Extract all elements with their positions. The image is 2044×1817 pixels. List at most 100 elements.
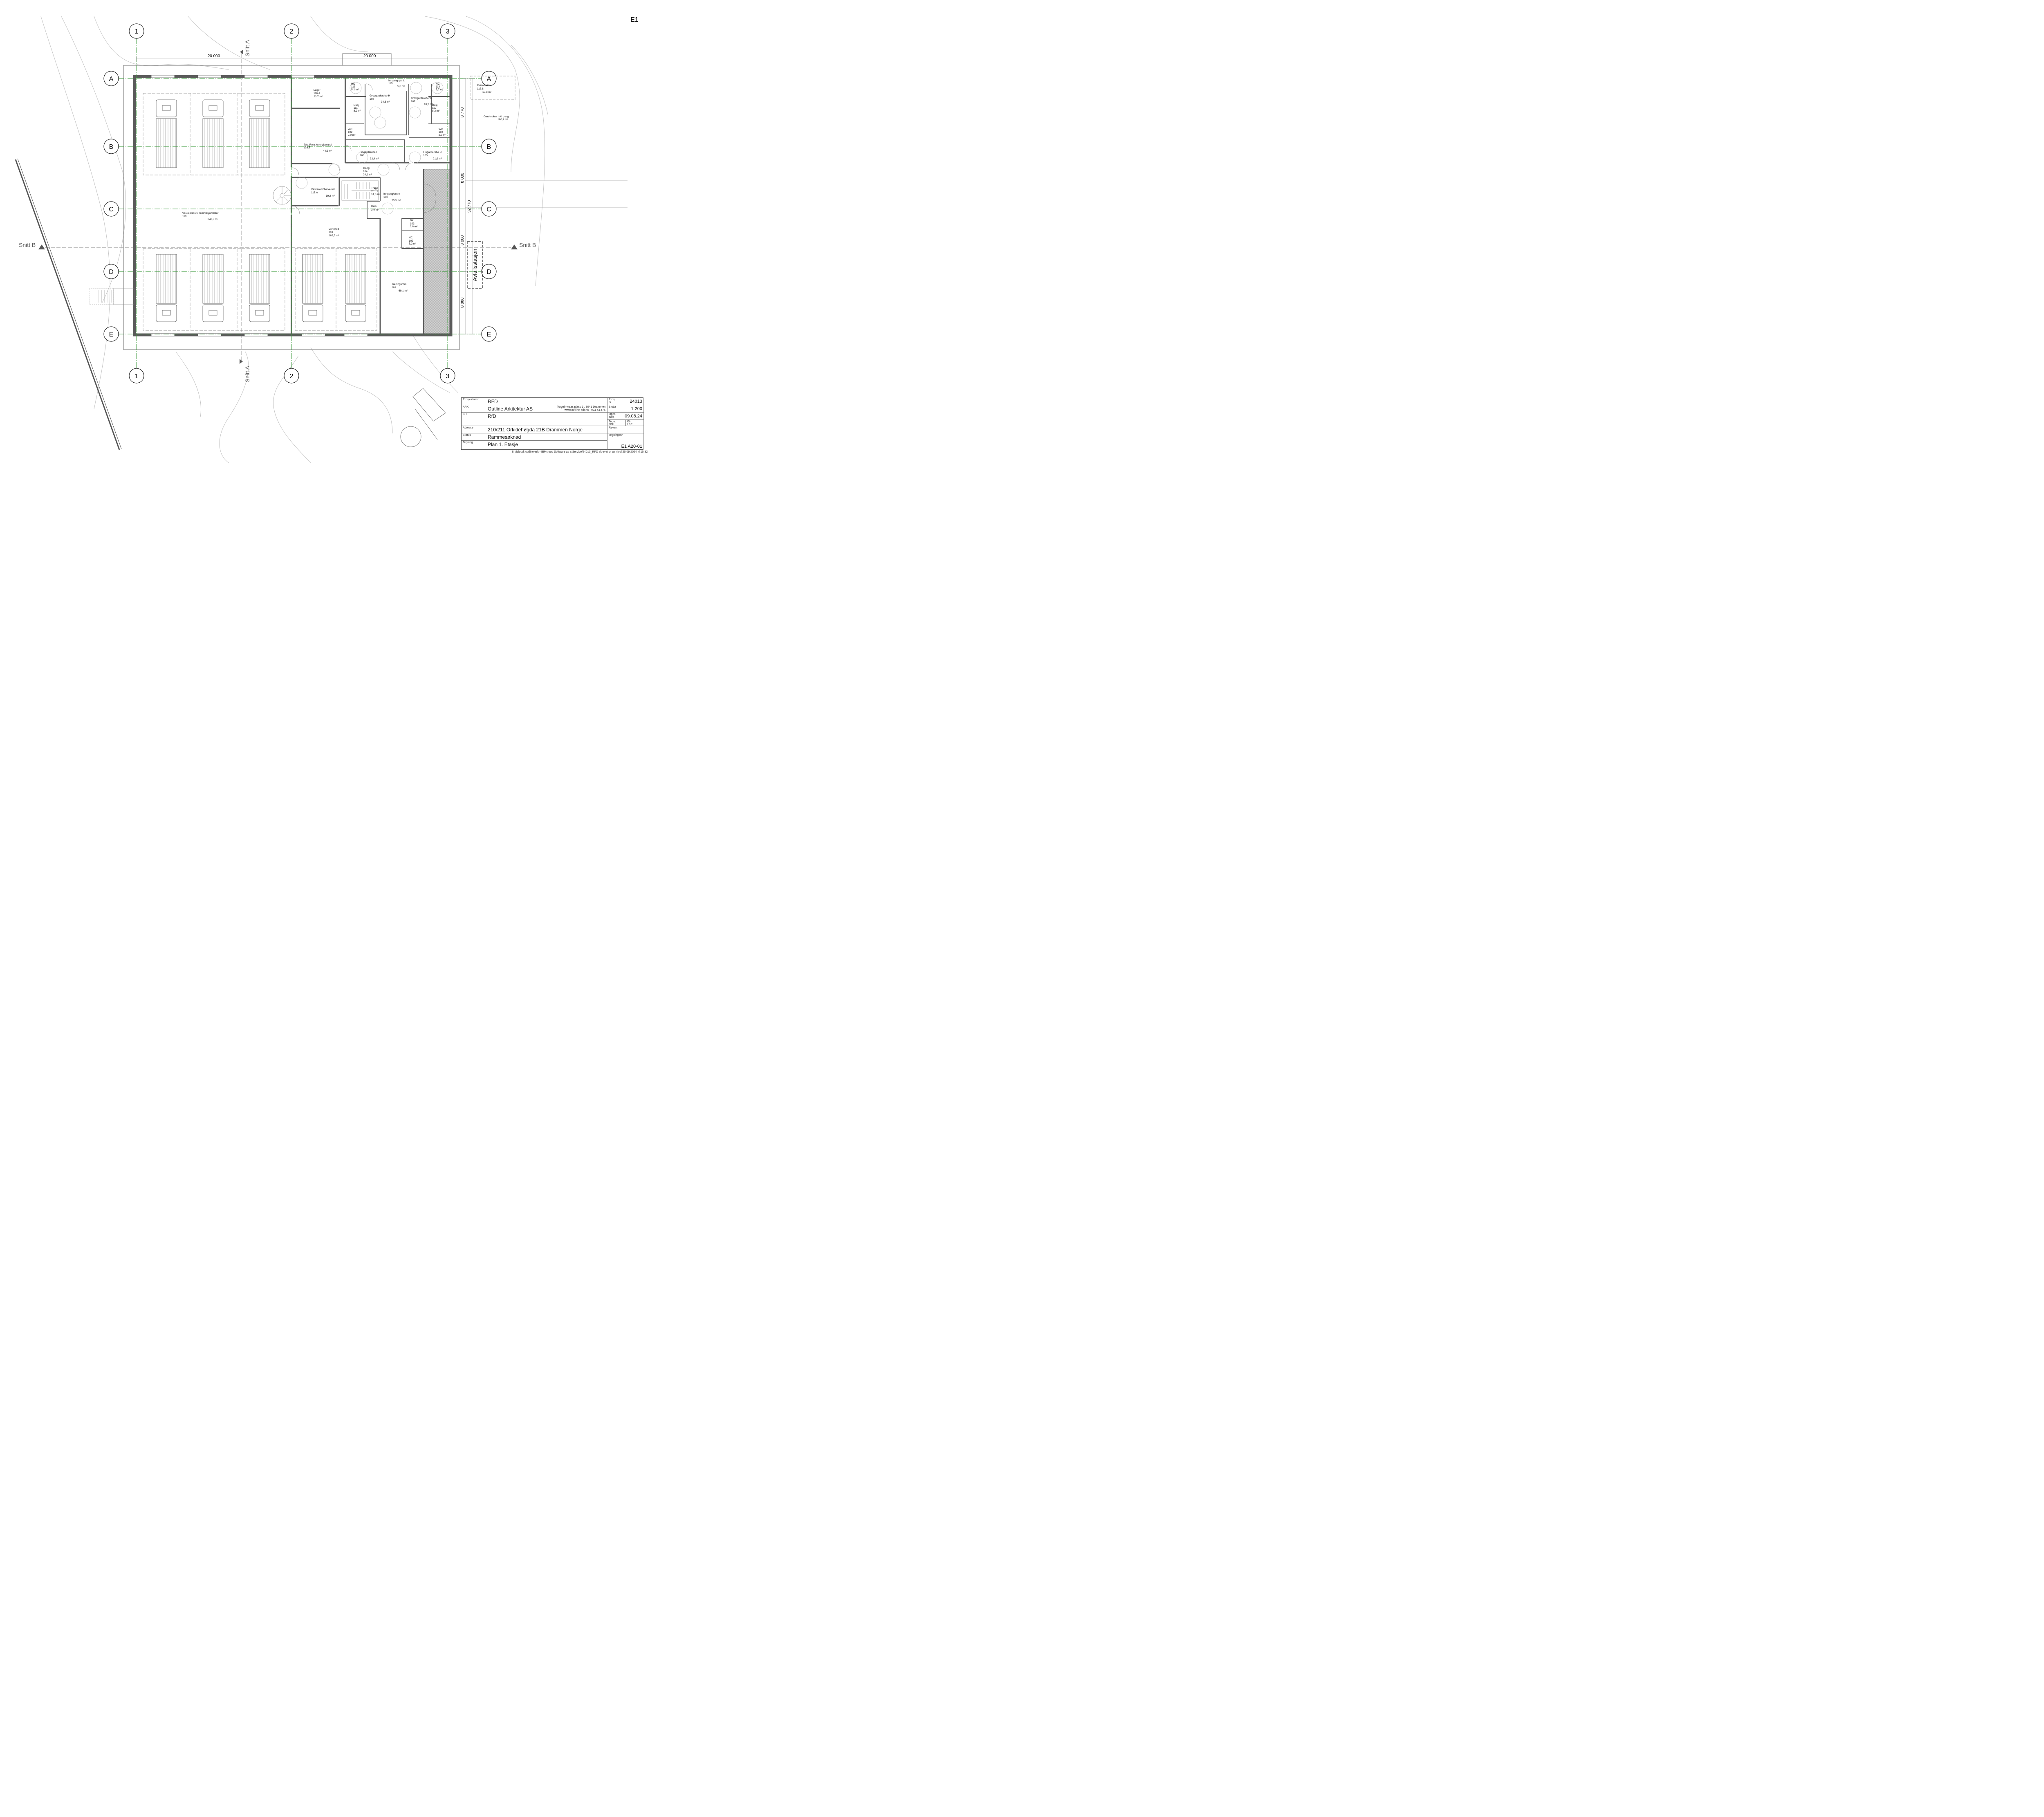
grid-bubbles <box>103 23 497 384</box>
grease-separator-outline <box>470 76 515 100</box>
date-cell: Oppr. dato 09.08.24 <box>607 413 644 420</box>
date: 09.08.24 <box>625 414 642 419</box>
room-area: 8,2 m² <box>354 110 361 112</box>
fixture-circles <box>296 82 444 215</box>
room-name: BK <box>410 219 414 222</box>
room-name: Grovgarderober D <box>411 97 433 100</box>
trucks-bottom <box>156 254 366 322</box>
section-markers <box>38 49 518 364</box>
waste-station-label: Avfallsstasjon <box>472 249 478 281</box>
grid-col-2-bottom: 2 <box>290 373 294 380</box>
room-name: WC <box>348 128 352 131</box>
room-name: Heis <box>371 205 377 208</box>
room-area: 17,8 m² <box>482 91 492 94</box>
ark-phone: 924 44 476 <box>591 409 605 412</box>
right-dimension <box>463 78 628 334</box>
room-name: HC <box>436 83 440 85</box>
room-area: 5,8 m² <box>397 85 405 88</box>
grid-row-b-left: B <box>109 144 114 150</box>
checked: LBE <box>627 423 633 426</box>
room-area: 3,9 m² <box>371 209 379 211</box>
title-row-drawing: Tegning Plan 1. Etasje <box>462 441 607 450</box>
room-name: Vaskerom/Tørkerom <box>311 188 335 191</box>
room-name: Vaskeplass til renovasjonsbiler <box>182 212 219 215</box>
title-row-ark: ARK Outline Arkitektur AS Torgeir vraas … <box>462 405 607 413</box>
checked-label: Ktr. <box>627 420 632 423</box>
roundabout <box>400 388 446 447</box>
checked-cell: Ktr. LBE <box>625 420 644 426</box>
room-area: 2,0 m² <box>439 134 446 137</box>
section-a-top-label: Snitt A <box>244 40 251 56</box>
room-number: 106 <box>360 154 364 157</box>
drawn-label: Tegn. <box>609 420 616 423</box>
room-area: 14,0 m² <box>371 193 381 196</box>
dim-right-4: 8 000 <box>460 297 465 307</box>
room-name: WC <box>439 128 443 131</box>
ark-contact: Torgeir vraas plass 6 , 3041 Drammen www… <box>557 406 605 412</box>
room-number: 115 <box>388 82 393 85</box>
grid-row-b-right: B <box>487 144 491 150</box>
status-label: Status <box>463 434 471 437</box>
address-label: Adresse <box>463 426 473 429</box>
grid-row-c-right: C <box>486 206 491 213</box>
ark-label: ARK <box>463 406 469 408</box>
scale-label: Skala <box>609 406 616 408</box>
room-name: Trapp <box>371 187 378 190</box>
grid-col-3-bottom: 3 <box>446 373 450 380</box>
room-number: 100 <box>383 196 388 199</box>
section-b-left-label: Snitt B <box>19 242 36 248</box>
waste-station-outline <box>467 241 483 289</box>
grid-row-e-left: E <box>109 331 114 338</box>
room-number: 119 <box>182 215 187 218</box>
room-number: 105 <box>423 154 428 157</box>
room-area: 5,2 m² <box>351 88 359 91</box>
dim-right-3: 8 000 <box>460 235 465 245</box>
ark-web: www.outline-ark.no <box>564 409 589 412</box>
rev-cell: Rev.nr. <box>607 426 644 433</box>
room-name: Treningsrom <box>392 283 406 286</box>
section-a-bottom-label: Snitt A <box>244 366 251 382</box>
bh-label: BH <box>463 413 467 416</box>
room-number: 117.8 <box>477 87 484 90</box>
room-area: 5,7 m² <box>436 88 444 91</box>
room-label: Vaskeplass til renovasjonsbiler119648,8 … <box>182 212 219 221</box>
grid-row-c-left: C <box>109 206 114 213</box>
drawing-label: Tegning <box>463 441 473 444</box>
grid-row-d-left: D <box>109 269 114 276</box>
room-area: 25,5 m² <box>392 199 401 202</box>
room-name: Fingarderobe H <box>360 151 378 154</box>
covered-passage <box>423 169 452 335</box>
road-edge <box>15 158 122 450</box>
ark-address: Torgeir vraas plass 6 , 3041 Drammen <box>557 406 605 408</box>
entry-stair <box>89 288 134 305</box>
section-lines <box>45 53 511 360</box>
dim-right-2: 8 000 <box>460 173 465 183</box>
room-area: 34,6 m² <box>381 101 390 103</box>
room-number: 101 <box>392 286 396 289</box>
scale-cell: Skala 1:200 <box>607 405 644 413</box>
room-name: Dusj <box>354 104 359 107</box>
room-name: Gang <box>363 167 370 170</box>
room-name: Fingarderobe D <box>423 151 442 154</box>
room-number: 103 <box>410 222 415 225</box>
grid-row-a-left: A <box>109 76 114 83</box>
dim-right-1: 8 770 <box>460 107 465 117</box>
windows <box>151 75 368 336</box>
room-area: 5,2 m² <box>409 242 417 245</box>
roof-bump <box>342 53 392 65</box>
room-number: 102 <box>409 240 413 242</box>
